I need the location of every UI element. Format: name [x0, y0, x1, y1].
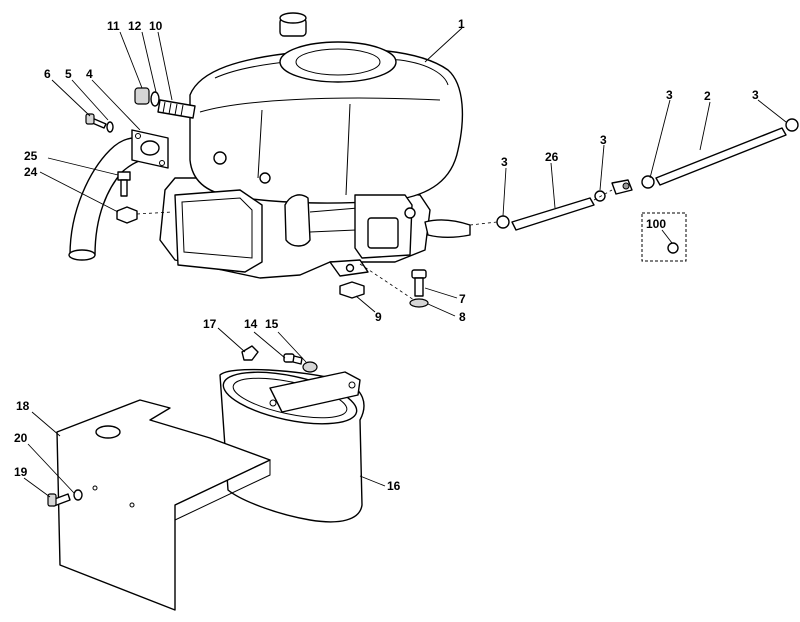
engine-assembly [159, 12, 471, 279]
callout-18: 18 [16, 399, 30, 413]
callout-20: 20 [14, 431, 28, 445]
callout-labels: 1 2 3 3 3 3 26 100 11 12 10 6 5 4 25 24 … [14, 17, 759, 493]
callout-6: 6 [44, 67, 51, 81]
callout-26: 26 [545, 150, 559, 164]
exhaust-pipe [68, 113, 173, 261]
air-duct [219, 345, 365, 523]
callout-5: 5 [65, 67, 72, 81]
callout-7: 7 [459, 292, 466, 306]
callout-9: 9 [375, 310, 382, 324]
callout-10: 10 [149, 19, 163, 33]
fuel-line [469, 118, 799, 231]
callout-17: 17 [203, 317, 217, 331]
callout-4: 4 [86, 67, 93, 81]
callout-2: 2 [704, 89, 711, 103]
callout-14: 14 [244, 317, 258, 331]
callout-25: 25 [24, 149, 38, 163]
callout-16: 16 [387, 479, 401, 493]
callout-24: 24 [24, 165, 38, 179]
callout-3-a: 3 [666, 88, 673, 102]
callout-11: 11 [107, 19, 120, 33]
callout-15: 15 [265, 317, 279, 331]
part-100-box [641, 212, 687, 262]
leader-lines [23, 27, 787, 498]
callout-8: 8 [459, 310, 466, 324]
callout-19: 19 [14, 465, 28, 479]
stud-nut-washer [134, 87, 196, 119]
callout-3-c: 3 [600, 133, 607, 147]
mount-bolt-washer-nut [339, 263, 429, 308]
callout-3-d: 3 [501, 155, 508, 169]
callout-3-b: 3 [752, 88, 759, 102]
callout-12: 12 [128, 19, 142, 33]
callout-1: 1 [458, 17, 465, 31]
callout-100: 100 [646, 217, 666, 231]
